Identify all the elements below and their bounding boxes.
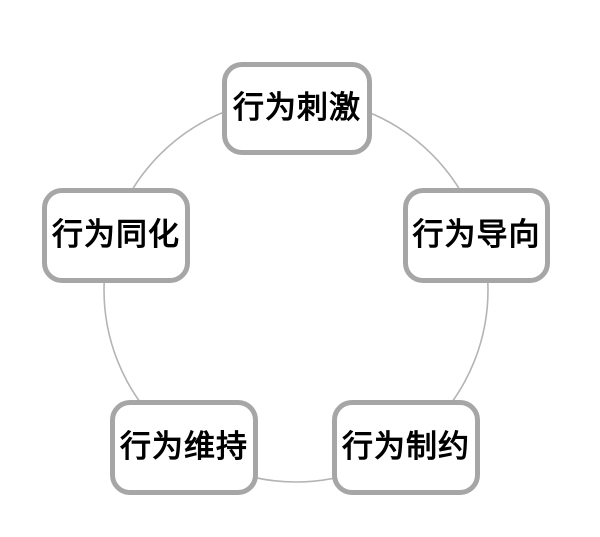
node-behavior-stimulation: 行为刺激 — [222, 62, 372, 155]
node-label: 行为同化 — [52, 217, 180, 252]
node-label: 行为制约 — [342, 429, 470, 464]
node-behavior-constraint: 行为制约 — [332, 400, 480, 495]
node-label: 行为刺激 — [233, 90, 361, 125]
node-behavior-maintenance: 行为维持 — [110, 400, 258, 495]
node-label: 行为导向 — [412, 217, 541, 252]
node-behavior-orientation: 行为导向 — [403, 188, 550, 283]
node-behavior-assimilation: 行为同化 — [42, 188, 190, 283]
node-label: 行为维持 — [120, 429, 248, 464]
